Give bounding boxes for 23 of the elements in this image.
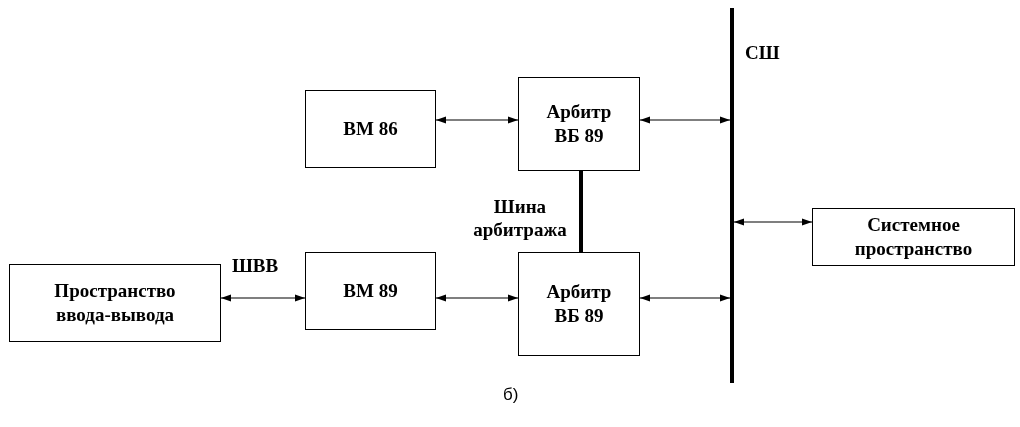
block-box xyxy=(812,208,1015,266)
block-box xyxy=(9,264,221,342)
block-label: Арбитр ВБ 89 xyxy=(545,280,613,328)
block-label: Системное пространство xyxy=(853,213,974,261)
block-box xyxy=(518,252,640,356)
arrow xyxy=(733,218,813,226)
bus-bar xyxy=(730,8,734,383)
arrow xyxy=(639,116,731,124)
arrow xyxy=(220,294,306,302)
block-label: ВМ 86 xyxy=(343,117,398,141)
arrow xyxy=(435,294,519,302)
block-box xyxy=(305,90,436,168)
block-label: Арбитр ВБ 89 xyxy=(545,100,613,148)
caption: б) xyxy=(503,385,519,405)
arrow xyxy=(435,116,519,124)
bus-label: ШВВ xyxy=(232,255,279,278)
block-label: ВМ 89 xyxy=(343,279,398,303)
bus-label: СШ xyxy=(745,42,780,65)
arrow xyxy=(639,294,731,302)
block-box xyxy=(305,252,436,330)
block-box xyxy=(518,77,640,171)
bus-label: Шина арбитража xyxy=(472,196,568,242)
block-label: Пространство ввода-вывода xyxy=(53,279,177,327)
